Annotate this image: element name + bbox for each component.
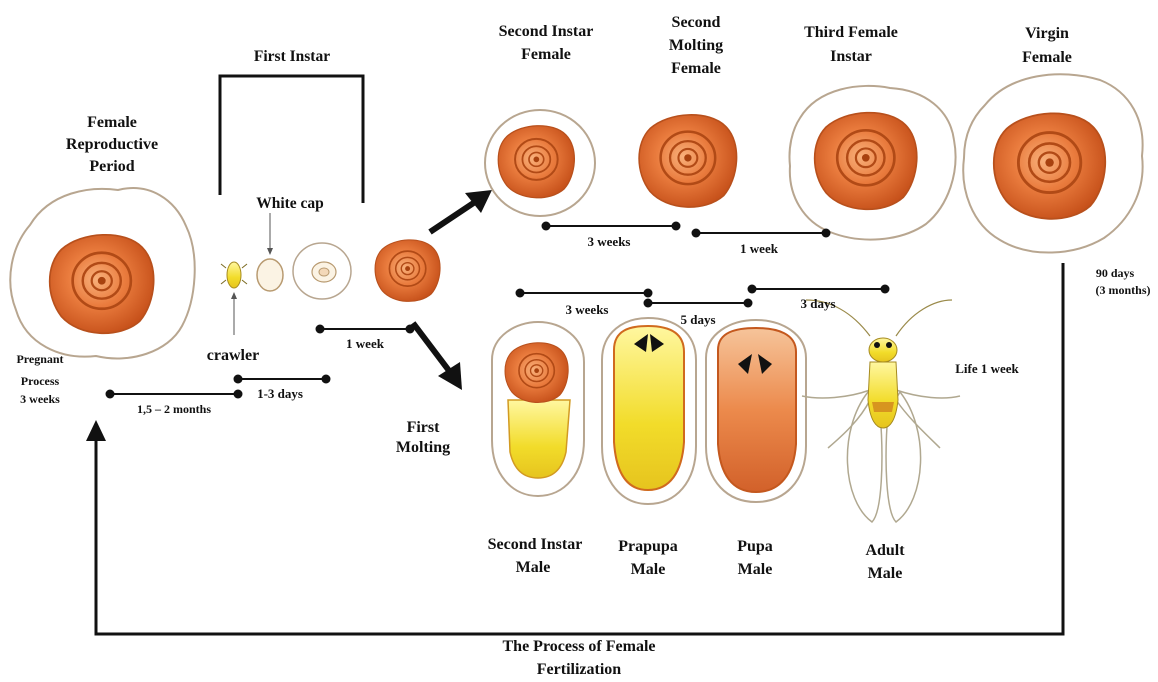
duration-label-7: 5 days [680, 312, 715, 327]
duration-label-1: 1,5 – 2 months [137, 402, 211, 416]
second-molting-female-scale [639, 115, 737, 207]
crawler-label: crawler [207, 347, 259, 364]
third-female-instar-label-1: Third Female [804, 24, 898, 41]
arrow-to-male [413, 323, 450, 372]
virgin-female-scale [994, 113, 1105, 218]
adult-male-icon [802, 300, 960, 522]
crawler-icon [221, 262, 247, 288]
white-cap-icon [257, 259, 283, 291]
fertilization-label-2: Fertilization [537, 661, 622, 678]
duration-bar-7 [644, 299, 753, 308]
adult-male-label-2: Male [868, 565, 903, 582]
second-instar-male-label-1: Second Instar [488, 536, 583, 553]
second-instar-female-label-1: Second Instar [499, 23, 594, 40]
ninety-days-label-1: 90 days [1096, 266, 1135, 280]
fertilization-arrowhead [86, 420, 106, 441]
pupa-male-icon [706, 320, 806, 502]
fertilization-label-1: The Process of Female [503, 638, 656, 655]
female-reproductive-label-2: Reproductive [66, 136, 158, 153]
prapupa-male-label-2: Male [631, 561, 666, 578]
female-reproductive-label-1: Female [87, 114, 137, 131]
second-molting-female-label-2: Molting [669, 37, 723, 54]
arrow-to-female [430, 200, 478, 232]
virgin-female-label-2: Female [1022, 49, 1072, 66]
duration-label-8: 3 days [800, 296, 835, 311]
pupa-male-label-2: Male [738, 561, 773, 578]
duration-bar-4 [542, 222, 681, 231]
duration-label-2: 1-3 days [257, 386, 303, 401]
female-reproductive-label-3: Period [89, 158, 134, 175]
duration-bar-1 [106, 390, 243, 399]
duration-label-3: 1 week [346, 336, 385, 351]
adult-male-label-1: Adult [865, 542, 905, 559]
life-1-week-label: Life 1 week [955, 361, 1019, 376]
second-instar-male-icon [492, 322, 584, 496]
pupa-male-label-1: Pupa [737, 538, 773, 555]
second-instar-male-label-2: Male [516, 559, 551, 576]
female-reproductive-scale [50, 235, 154, 333]
duration-label-5: 1 week [740, 241, 779, 256]
pregnant-process-label-3: 3 weeks [20, 392, 60, 406]
duration-bar-5 [692, 229, 831, 238]
duration-label-6: 3 weeks [566, 302, 609, 317]
third-female-instar-label-2: Instar [830, 48, 872, 65]
prapupa-male-icon [602, 318, 696, 504]
third-female-instar-scale [815, 113, 917, 210]
first-molting-label-1: First [407, 419, 441, 436]
duration-bar-6 [516, 289, 653, 298]
duration-bar-3 [316, 325, 415, 334]
second-molting-female-label-1: Second [672, 14, 721, 31]
duration-label-4: 3 weeks [588, 234, 631, 249]
first-molting-label-2: Molting [396, 439, 450, 456]
pregnant-process-label-2: Process [21, 374, 60, 388]
first-instar-scale [375, 240, 440, 302]
first-instar-label: First Instar [254, 48, 330, 65]
first-instar-bracket [220, 76, 363, 203]
ninety-days-label-2: (3 months) [1095, 283, 1150, 297]
white-cap-stage-2 [293, 243, 351, 299]
duration-bar-8 [748, 285, 890, 294]
prapupa-male-label-1: Prapupa [618, 538, 678, 555]
second-instar-female-label-2: Female [521, 46, 571, 63]
pregnant-process-label-1: Pregnant [16, 352, 63, 366]
second-instar-female-scale [498, 126, 574, 198]
virgin-female-label-1: Virgin [1025, 25, 1069, 42]
second-molting-female-label-3: Female [671, 60, 721, 77]
white-cap-label: White cap [256, 195, 324, 212]
duration-bar-2 [234, 375, 331, 384]
